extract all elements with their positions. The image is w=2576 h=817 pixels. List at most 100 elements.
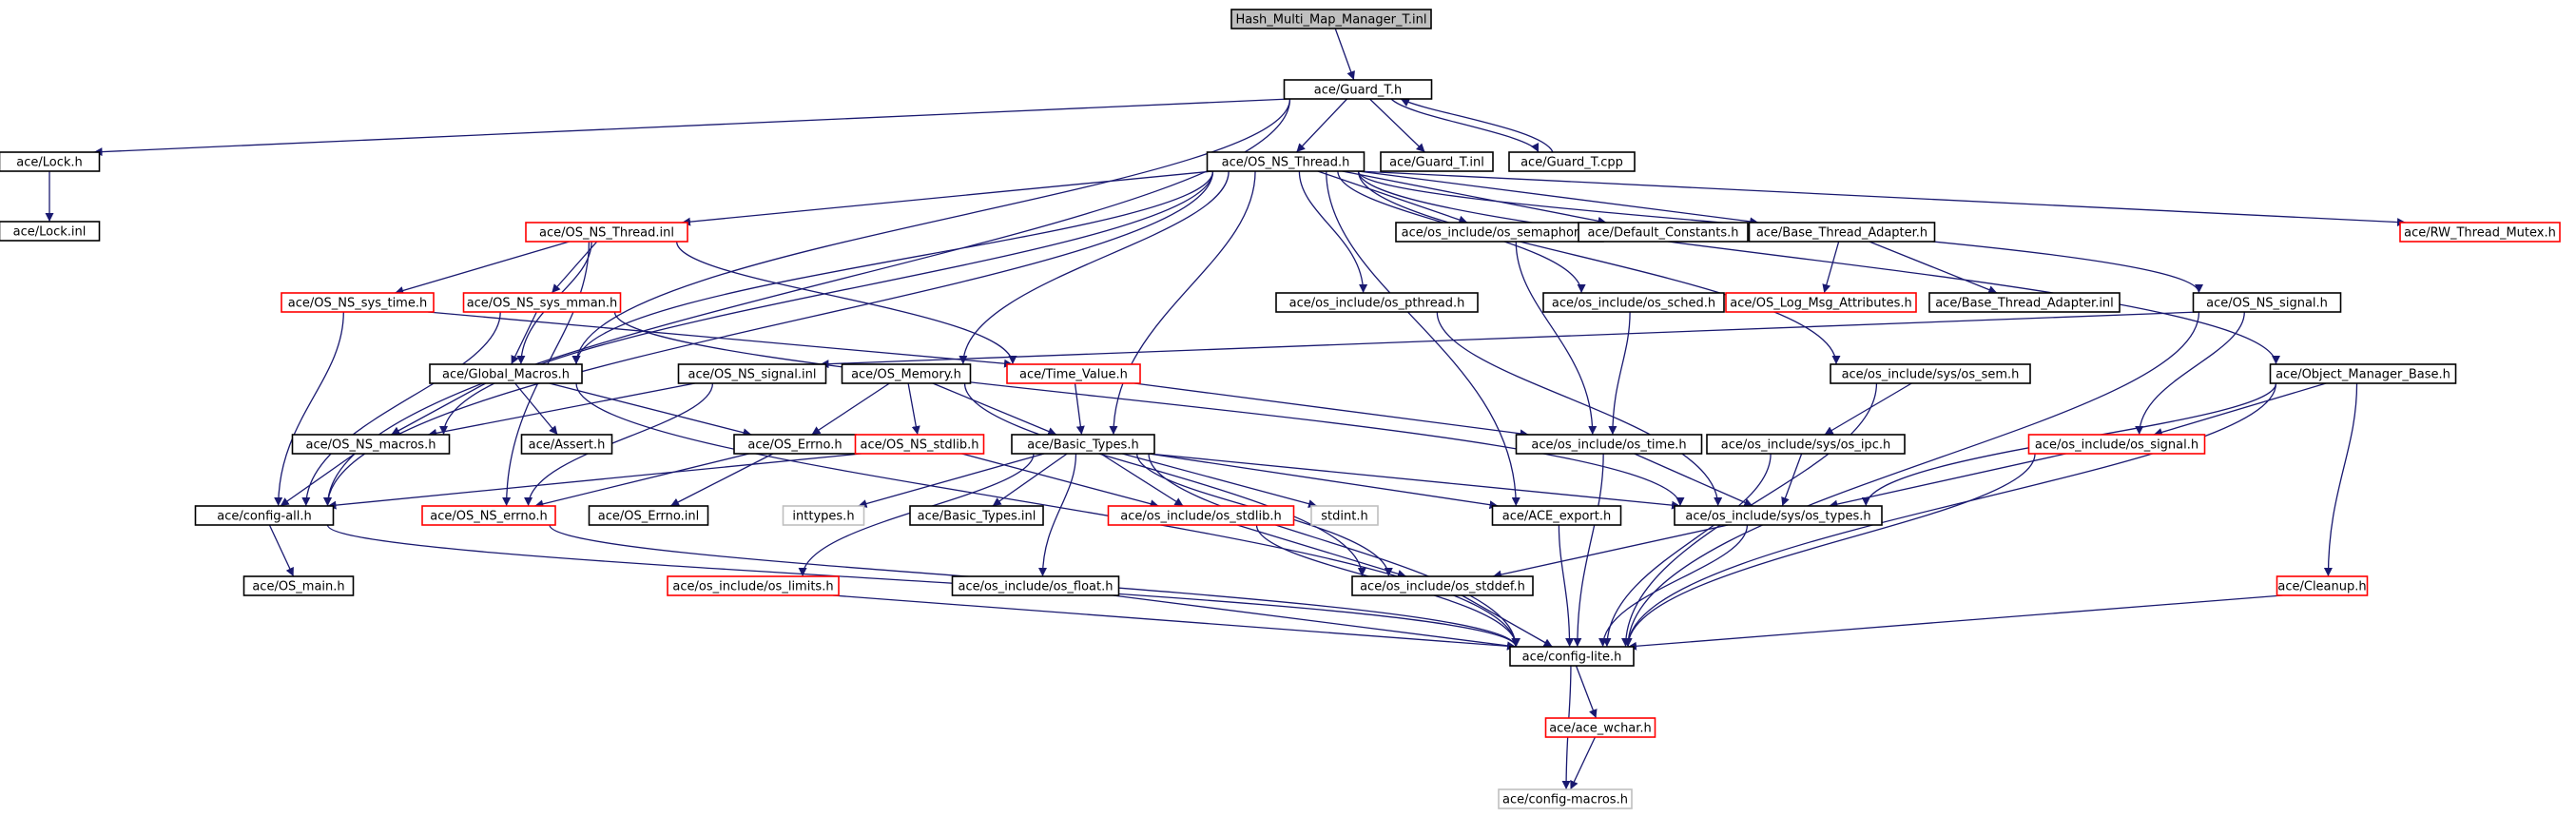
graph-node-os-types[interactable]: ace/os_include/sys/os_types.h bbox=[1674, 505, 1883, 526]
graph-node-os-ns-thread-inl[interactable]: ace/OS_NS_Thread.inl bbox=[525, 222, 688, 243]
graph-node-guard-cpp[interactable]: ace/Guard_T.cpp bbox=[1508, 151, 1636, 172]
node-box bbox=[1725, 292, 1917, 313]
edge-config-lite-to-ace-wchar bbox=[1575, 665, 1598, 719]
graph-node-os-errno-h[interactable]: ace/OS_Errno.h bbox=[733, 434, 857, 455]
graph-node-assert-h[interactable]: ace/Assert.h bbox=[520, 434, 613, 455]
node-box bbox=[1508, 151, 1636, 172]
edge-global-macros-to-config-lite bbox=[575, 382, 1520, 648]
graph-node-guard-h[interactable]: ace/Guard_T.h bbox=[1283, 79, 1433, 100]
graph-node-basic-types-h[interactable]: ace/Basic_Types.h bbox=[1011, 434, 1155, 455]
edge-os-errno-h-to-os-ns-errno bbox=[534, 453, 749, 509]
graph-node-config-lite[interactable]: ace/config-lite.h bbox=[1509, 646, 1635, 667]
graph-node-base-thread-adapter-inl[interactable]: ace/Base_Thread_Adapter.inl bbox=[1928, 292, 2121, 313]
graph-node-default-constants[interactable]: ace/Default_Constants.h bbox=[1578, 222, 1749, 243]
graph-node-config-macros[interactable]: ace/config-macros.h bbox=[1498, 788, 1633, 809]
node-box bbox=[951, 575, 1120, 596]
node-box bbox=[0, 221, 101, 242]
edge-guard-h-to-global-macros bbox=[571, 98, 1291, 365]
graph-node-global-macros[interactable]: ace/Global_Macros.h bbox=[429, 363, 583, 384]
node-label: ace/ace_wchar.h bbox=[1549, 722, 1652, 736]
graph-node-os-log-msg[interactable]: ace/OS_Log_Msg_Attributes.h bbox=[1725, 292, 1917, 313]
graph-node-os-main[interactable]: ace/OS_main.h bbox=[242, 575, 355, 596]
graph-node-lock-h[interactable]: ace/Lock.h bbox=[0, 151, 101, 172]
graph-node-os-sched[interactable]: ace/os_include/os_sched.h bbox=[1542, 292, 1725, 313]
node-label: ace/Object_Manager_Base.h bbox=[2276, 368, 2450, 382]
edge-os-ns-sys-mman-to-os-types bbox=[613, 311, 1685, 507]
graph-node-basic-types-inl[interactable]: ace/Basic_Types.inl bbox=[909, 505, 1044, 526]
node-label: ace/OS_NS_sys_time.h bbox=[288, 297, 427, 311]
edge-os-ns-thread-h-to-default-constants bbox=[1342, 170, 1607, 225]
graph-node-os-limits[interactable]: ace/os_include/os_limits.h bbox=[667, 575, 840, 596]
graph-node-os-ipc[interactable]: ace/os_include/sys/os_ipc.h bbox=[1706, 434, 1906, 455]
node-label: ace/Guard_T.h bbox=[1314, 84, 1402, 98]
edge-basic-types-h-to-config-lite bbox=[1148, 453, 1520, 648]
graph-node-rw-thread-mutex[interactable]: ace/RW_Thread_Mutex.h bbox=[2399, 222, 2561, 243]
graph-node-cleanup[interactable]: ace/Cleanup.h bbox=[2276, 575, 2369, 596]
node-box bbox=[1351, 575, 1534, 596]
edge-os-ns-thread-h-to-base-thread-adapter-h bbox=[1358, 170, 1759, 226]
node-label: ace/Basic_Types.h bbox=[1027, 438, 1138, 453]
graph-node-os-ns-signal-inl[interactable]: ace/OS_NS_signal.inl bbox=[677, 363, 827, 384]
edge-time-value-to-basic-types-h bbox=[1074, 382, 1085, 436]
edge-os-stddef-to-config-lite bbox=[1462, 594, 1553, 648]
edge-os-ns-sys-mman-to-global-macros bbox=[511, 311, 537, 365]
graph-node-guard-inl[interactable]: ace/Guard_T.inl bbox=[1380, 151, 1494, 172]
graph-node-os-ns-sys-mman[interactable]: ace/OS_NS_sys_mman.h bbox=[462, 292, 622, 313]
edge-guard-h-to-os-ns-thread-h bbox=[1295, 98, 1348, 153]
node-box bbox=[429, 363, 583, 384]
node-label: ace/os_include/os_pthread.h bbox=[1289, 297, 1465, 311]
node-box bbox=[520, 434, 613, 455]
node-label: ace/os_include/os_time.h bbox=[1531, 438, 1686, 453]
node-label: ace/OS_NS_Thread.inl bbox=[539, 226, 674, 241]
graph-node-object-manager-base[interactable]: ace/Object_Manager_Base.h bbox=[2269, 363, 2457, 384]
graph-node-os-ns-errno[interactable]: ace/OS_NS_errno.h bbox=[421, 505, 556, 526]
edge-global-macros-to-assert-h bbox=[514, 382, 558, 436]
graph-node-os-ns-macros[interactable]: ace/OS_NS_macros.h bbox=[291, 434, 451, 455]
graph-node-os-ns-stdlib[interactable]: ace/OS_NS_stdlib.h bbox=[854, 434, 985, 455]
node-box bbox=[1515, 434, 1703, 455]
graph-node-ace-wchar[interactable]: ace/ace_wchar.h bbox=[1544, 717, 1656, 738]
edge-root-to-guard-h bbox=[1334, 28, 1355, 81]
graph-node-ace-export[interactable]: ace/ACE_export.h bbox=[1491, 505, 1622, 526]
node-box bbox=[1928, 292, 2121, 313]
node-box bbox=[1011, 434, 1155, 455]
node-label: ace/Guard_T.inl bbox=[1389, 156, 1484, 170]
node-label: ace/Guard_T.cpp bbox=[1520, 156, 1623, 170]
graph-node-os-errno-inl[interactable]: ace/OS_Errno.inl bbox=[588, 505, 709, 526]
edge-basic-types-h-to-inttypes bbox=[858, 453, 1045, 508]
graph-node-inttypes[interactable]: inttypes.h bbox=[782, 505, 865, 526]
edge-object-manager-base-to-os-signal bbox=[2153, 382, 2327, 437]
graph-node-os-ns-signal-h[interactable]: ace/OS_NS_signal.h bbox=[2192, 292, 2342, 313]
node-label: ace/OS_NS_Thread.h bbox=[1222, 156, 1350, 170]
node-box bbox=[1206, 151, 1365, 172]
node-label: ace/OS_NS_signal.inl bbox=[688, 368, 816, 382]
edge-os-ns-thread-h-to-os-memory bbox=[959, 170, 1230, 365]
edge-os-errno-h-to-os-errno-inl bbox=[669, 453, 774, 507]
edge-os-ns-signal-inl-to-os-ns-macros bbox=[428, 382, 695, 438]
node-label: ace/OS_Errno.inl bbox=[598, 510, 699, 524]
graph-node-os-stdlib[interactable]: ace/os_include/os_stdlib.h bbox=[1107, 505, 1295, 526]
graph-node-os-ns-sys-time[interactable]: ace/OS_NS_sys_time.h bbox=[281, 292, 435, 313]
graph-node-os-pthread[interactable]: ace/os_include/os_pthread.h bbox=[1275, 292, 1479, 313]
node-box bbox=[1006, 363, 1141, 384]
edge-os-ns-sys-mman-to-config-all bbox=[301, 311, 501, 507]
edge-os-float-to-config-lite bbox=[1113, 594, 1517, 651]
graph-node-os-ns-thread-h[interactable]: ace/OS_NS_Thread.h bbox=[1206, 151, 1365, 172]
graph-node-os-float[interactable]: ace/os_include/os_float.h bbox=[951, 575, 1120, 596]
graph-node-os-time[interactable]: ace/os_include/os_time.h bbox=[1515, 434, 1703, 455]
graph-node-stdint[interactable]: stdint.h bbox=[1310, 505, 1379, 526]
graph-node-config-all[interactable]: ace/config-all.h bbox=[194, 505, 335, 526]
graph-node-os-semaphore[interactable]: ace/os_include/os_semaphore.h bbox=[1395, 222, 1604, 243]
node-label: ace/ACE_export.h bbox=[1502, 510, 1611, 524]
graph-node-time-value[interactable]: ace/Time_Value.h bbox=[1006, 363, 1141, 384]
graph-node-os-sem[interactable]: ace/os_include/sys/os_sem.h bbox=[1830, 363, 2031, 384]
node-label: inttypes.h bbox=[792, 510, 854, 524]
node-label: ace/os_include/os_sched.h bbox=[1552, 297, 1715, 311]
graph-node-os-signal[interactable]: ace/os_include/os_signal.h bbox=[2027, 434, 2206, 455]
graph-node-root[interactable]: Hash_Multi_Map_Manager_T.inl bbox=[1230, 9, 1432, 29]
graph-node-os-memory[interactable]: ace/OS_Memory.h bbox=[841, 363, 972, 384]
graph-node-base-thread-adapter-h[interactable]: ace/Base_Thread_Adapter.h bbox=[1748, 222, 1936, 243]
graph-node-lock-inl[interactable]: ace/Lock.inl bbox=[0, 221, 101, 242]
graph-node-os-stddef[interactable]: ace/os_include/os_stddef.h bbox=[1351, 575, 1534, 596]
